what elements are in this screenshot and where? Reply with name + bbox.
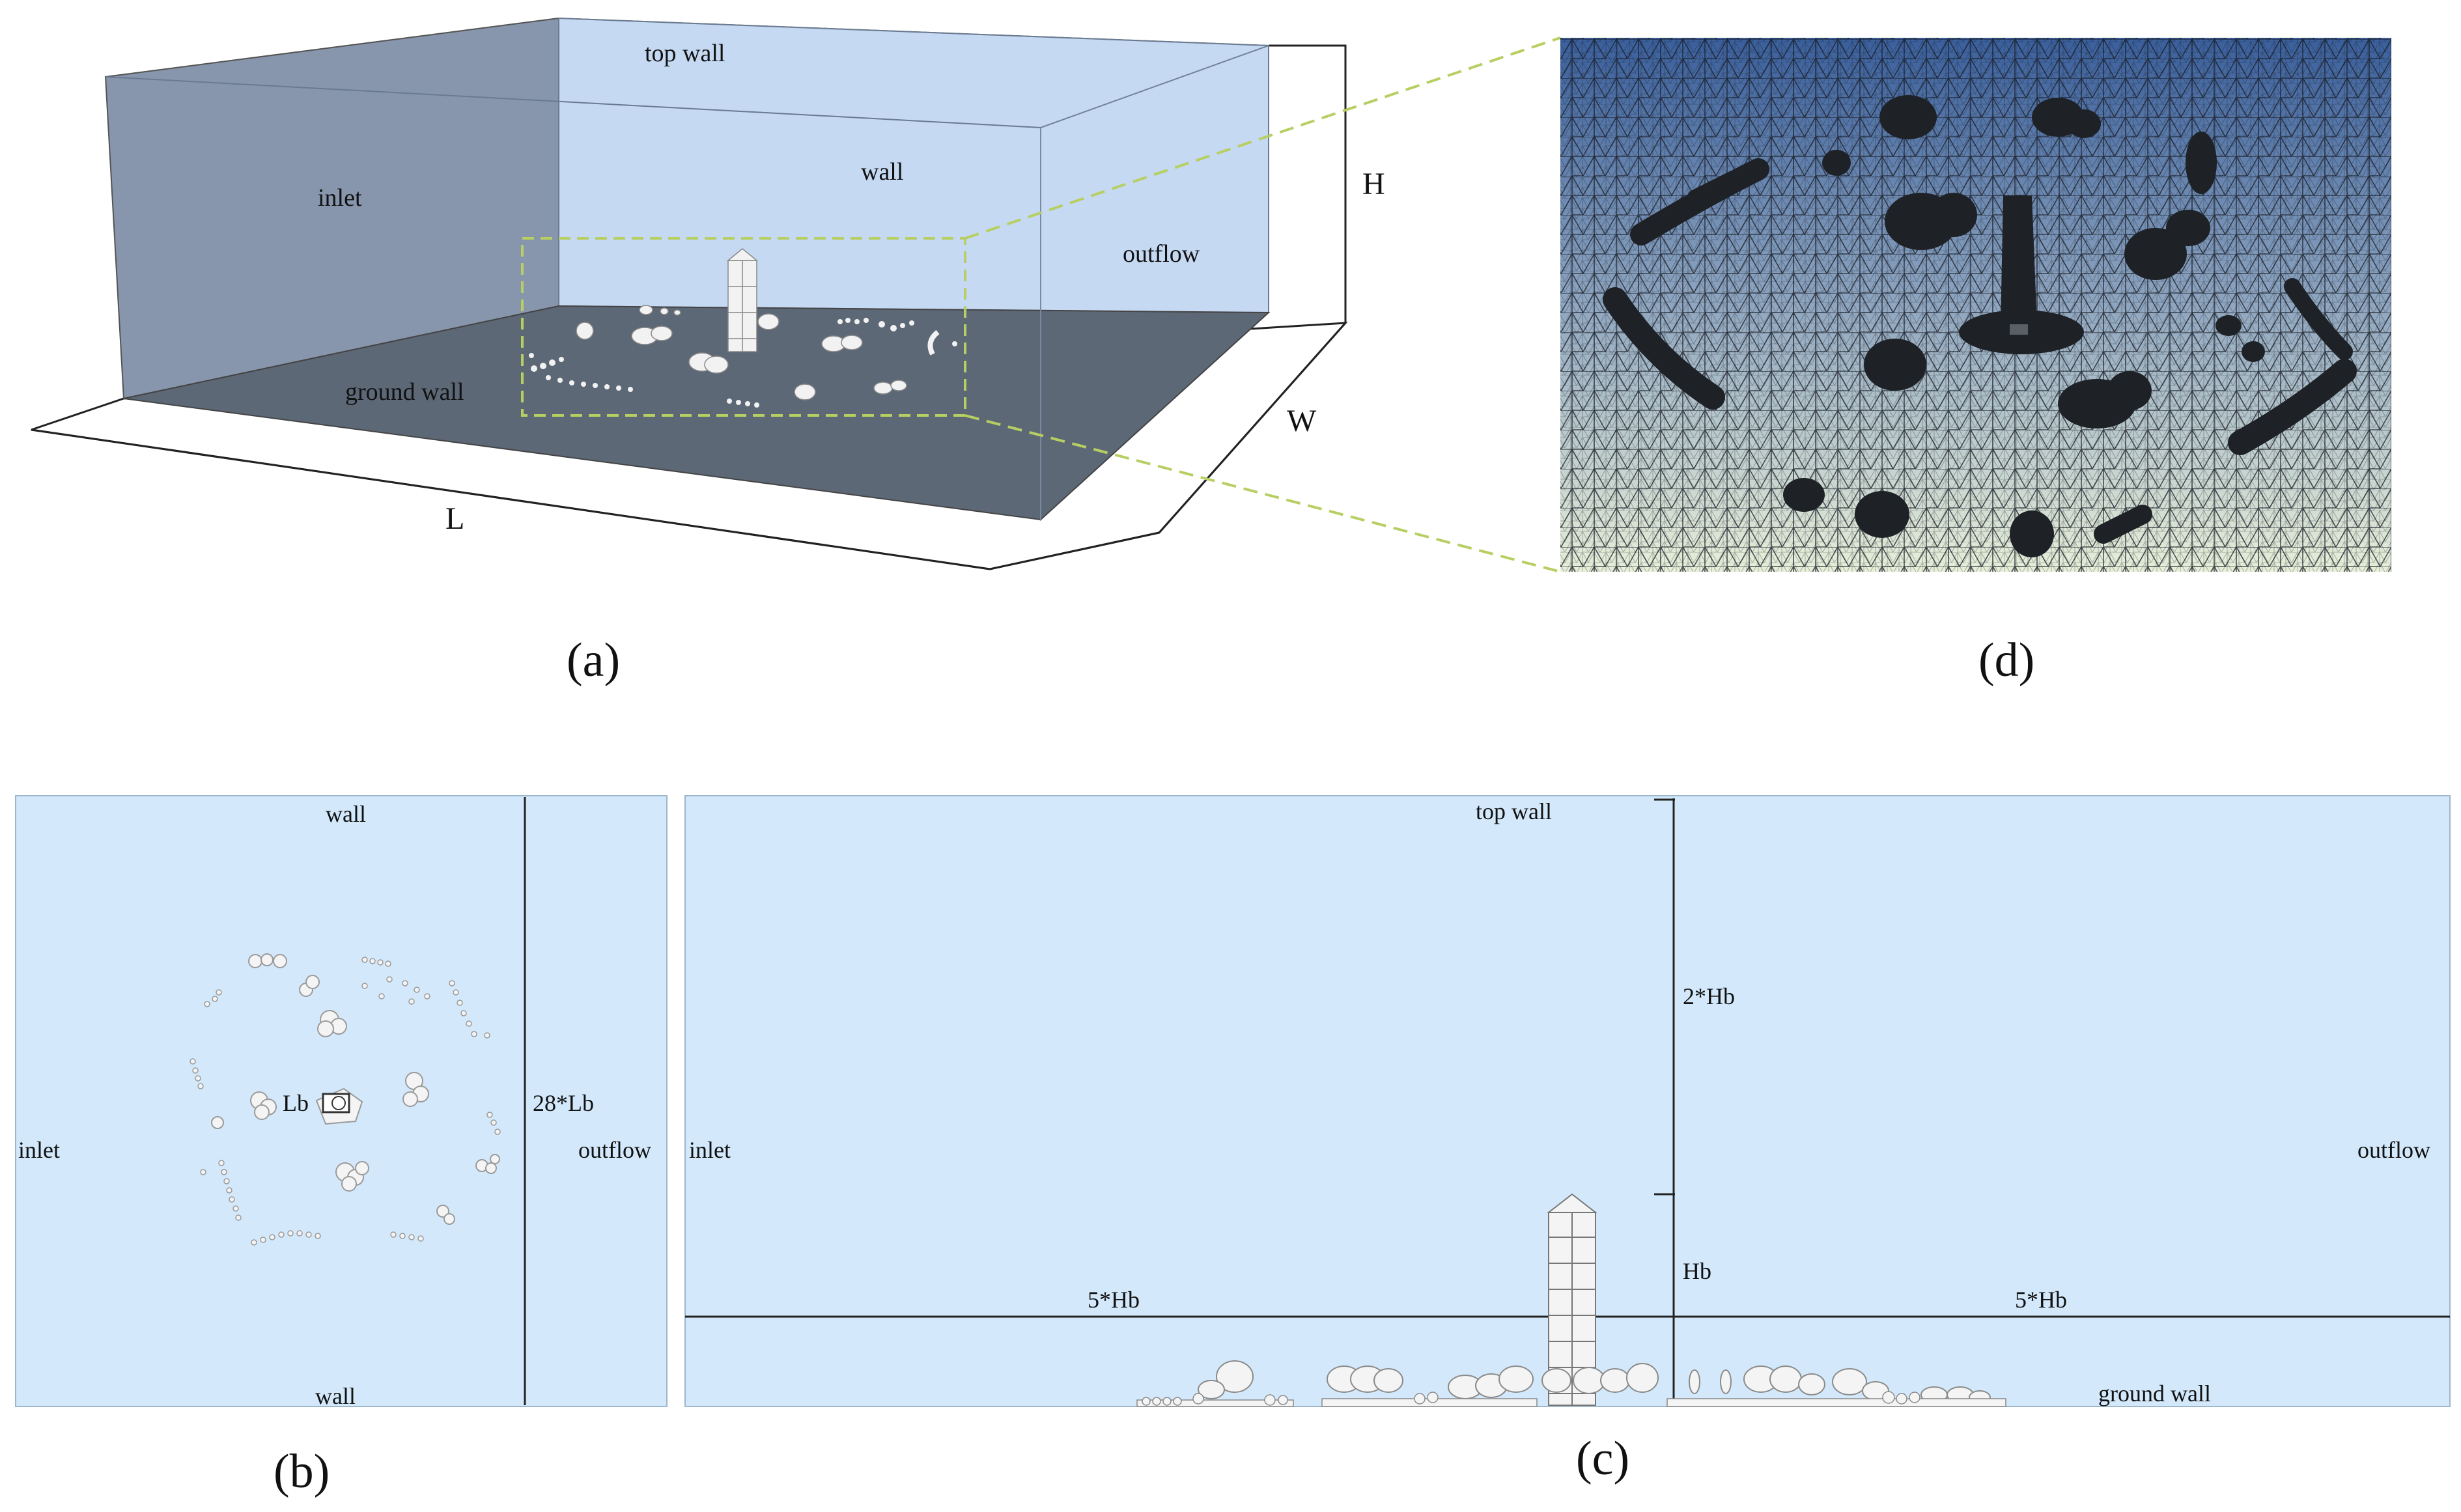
caption-a: (a) (567, 634, 620, 687)
plan-label-inlet: inlet (18, 1137, 60, 1163)
plan-label-wall-top: wall (326, 801, 366, 827)
mesh-tower-base (2010, 324, 2028, 335)
plan-label-domain-width: 28*Lb (533, 1090, 594, 1116)
label-wall: wall (861, 158, 903, 186)
plan-label-outflow: outflow (578, 1137, 651, 1163)
width-line (989, 322, 1347, 570)
section-label-upstream: 5*Hb (1088, 1287, 1140, 1313)
section-label-ground-wall: ground wall (2098, 1380, 2211, 1407)
ground-building-rows (529, 318, 957, 408)
label-inlet: inlet (318, 184, 362, 212)
length-line (31, 428, 991, 570)
label-outflow: outflow (1123, 240, 1200, 268)
panel-c-side-view: top wall inlet outflow ground wall 2*Hb … (684, 795, 2451, 1485)
ground-wall-face (123, 305, 1271, 521)
plan-label-wall-bottom: wall (315, 1383, 356, 1409)
height-line (1269, 44, 1347, 323)
caption-c: (c) (1576, 1432, 1629, 1485)
caption-b: (b) (274, 1445, 330, 1498)
caption-d: (d) (1978, 634, 2034, 687)
zoom-connector-top (964, 36, 1561, 240)
section-low-buildings (1136, 1391, 2006, 1407)
section-label-top-wall: top wall (1476, 798, 1552, 824)
label-ground-wall: ground wall (345, 378, 464, 406)
ground-buildings (576, 248, 940, 400)
zoom-connector-bottom (964, 414, 1561, 573)
plan-building-rows (190, 957, 501, 1246)
label-H: H (1362, 167, 1385, 201)
panel-d-mesh-view: (d) (1560, 38, 2391, 687)
top-front-edge (105, 76, 1041, 128)
label-top-wall: top wall (645, 40, 725, 67)
label-L: L (445, 501, 464, 536)
section-label-inlet: inlet (689, 1137, 731, 1163)
section-label-height-above: 2*Hb (1683, 983, 1735, 1009)
plan-buildings (211, 953, 500, 1225)
mesh-building-blocks (1603, 95, 2357, 557)
plan-label-lb: Lb (283, 1090, 309, 1116)
section-label-downstream: 5*Hb (2015, 1287, 2067, 1313)
label-W: W (1287, 404, 1317, 438)
zoom-region-box (521, 237, 966, 417)
section-tree-crowns (1198, 1360, 1991, 1405)
panel-a-3d-domain: top wall wall inlet outflow ground wall … (31, 17, 1561, 687)
mesh-grid-fine (1560, 38, 2391, 572)
section-label-outflow: outflow (2357, 1137, 2430, 1163)
section-label-hb: Hb (1683, 1258, 1711, 1284)
panel-b-top-view: wall wall inlet outflow Lb 28*Lb (b) (15, 795, 668, 1498)
